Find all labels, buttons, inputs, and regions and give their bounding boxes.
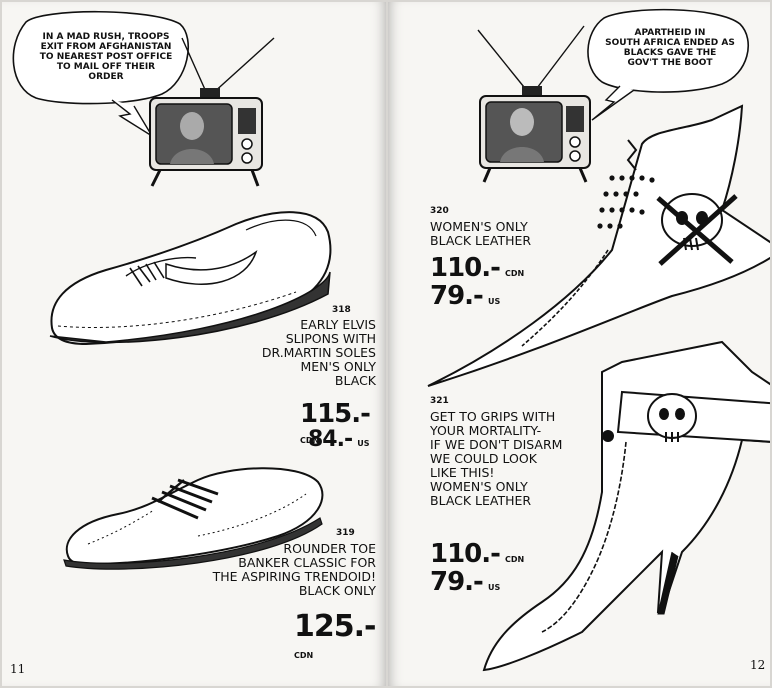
description-line: BLACK ONLY <box>298 583 376 598</box>
bubble-line: APARTHEID IN <box>634 28 706 38</box>
page-number: 12 <box>750 658 766 672</box>
item-description: ROUNDER TOE BANKER CLASSIC FOR THE ASPIR… <box>152 542 376 598</box>
price-unit: CDN <box>300 436 320 446</box>
description-line: LIKE THIS! <box>430 465 495 480</box>
price-value: 115.- <box>300 399 371 429</box>
price-row: 125.- CDN <box>294 610 386 662</box>
bubble-line: TO NEAREST POST OFFICE <box>39 52 173 63</box>
price-unit: US <box>487 583 501 592</box>
pointed-skull-boot-illustration <box>427 104 770 387</box>
price-row: 115.- CDN <box>300 399 386 447</box>
left-page: IN A MAD RUSH, TROOPS EXIT FROM AFGHANIS… <box>2 2 386 686</box>
price-value: 110.- <box>430 253 501 283</box>
price-value: 79.- <box>430 567 484 597</box>
item-number: 321 <box>430 396 449 406</box>
oxford-shoe-illustration <box>63 467 324 570</box>
description-line: IF WE DON'T DISARM <box>430 437 563 452</box>
bubble-line: GOV'T THE BOOT <box>627 58 713 69</box>
price-unit: CDN <box>294 650 314 660</box>
item-description: WOMEN'S ONLY BLACK LEATHER <box>430 220 590 248</box>
price-row: 110.- CDN <box>430 253 525 283</box>
price-unit: CDN <box>505 269 525 278</box>
speech-bubble-right <box>587 8 749 121</box>
bubble-line: TO MAIL OFF THEIR <box>56 62 156 73</box>
price-row: 79.- US <box>430 281 501 311</box>
bubble-line: IN A MAD RUSH, TROOPS <box>42 32 170 42</box>
item-description: EARLY ELVIS SLIPONS WITH DR.MARTIN SOLES… <box>230 318 376 388</box>
price-value: 84.- <box>308 427 353 452</box>
description-line: BLACK LEATHER <box>430 233 532 248</box>
bubble-line: SOUTH AFRICA ENDED AS <box>605 38 735 49</box>
page-number: 11 <box>10 662 26 676</box>
speech-bubble-text-left: IN A MAD RUSH, TROOPS EXIT FROM AFGHANIS… <box>26 32 186 82</box>
speech-bubble-text-right: APARTHEID IN SOUTH AFRICA ENDED AS BLACK… <box>588 28 752 68</box>
description-line: WOMEN'S ONLY <box>430 219 528 234</box>
description-line: WOMEN'S ONLY <box>430 479 528 494</box>
description-line: YOUR MORTALITY- <box>430 423 542 438</box>
speech-bubble-left <box>12 10 189 137</box>
description-line: EARLY ELVIS <box>300 317 376 332</box>
description-line: SLIPONS WITH <box>285 331 376 346</box>
bubble-line: ORDER <box>88 72 124 83</box>
price-row: 79.- US <box>430 567 501 597</box>
price-unit: CDN <box>505 555 525 564</box>
description-line: GET TO GRIPS WITH <box>430 409 556 424</box>
item-number: 320 <box>430 206 449 216</box>
description-line: BLACK <box>334 373 376 388</box>
price-row: 110.- CDN <box>430 539 525 569</box>
television-icon <box>477 25 591 183</box>
item-number: 318 <box>332 305 351 315</box>
description-line: BLACK LEATHER <box>430 493 532 508</box>
description-line: BANKER CLASSIC FOR <box>238 555 376 570</box>
item-description: GET TO GRIPS WITH YOUR MORTALITY- IF WE … <box>430 410 600 508</box>
description-line: THE ASPIRING TRENDOID! <box>212 569 376 584</box>
television-icon <box>149 37 275 187</box>
item-number: 319 <box>336 528 355 538</box>
price-value: 125.- <box>294 609 376 644</box>
price-value: 110.- <box>430 539 501 569</box>
description-line: DR.MARTIN SOLES <box>261 345 376 360</box>
right-page: APARTHEID IN SOUTH AFRICA ENDED AS BLACK… <box>388 2 770 686</box>
description-line: ROUNDER TOE <box>283 541 376 556</box>
price-row: 84.- US <box>308 427 370 453</box>
description-line: WE COULD LOOK <box>430 451 537 466</box>
description-line: MEN'S ONLY <box>300 359 376 374</box>
bubble-line: BLACKS GAVE THE <box>623 48 717 59</box>
loafer-shoe-illustration <box>49 211 332 346</box>
bubble-line: EXIT FROM AFGHANISTAN <box>40 42 172 53</box>
price-unit: US <box>487 297 501 306</box>
price-value: 79.- <box>430 281 484 311</box>
skull-stiletto-boot-illustration <box>482 340 770 672</box>
price-unit: US <box>357 439 370 448</box>
